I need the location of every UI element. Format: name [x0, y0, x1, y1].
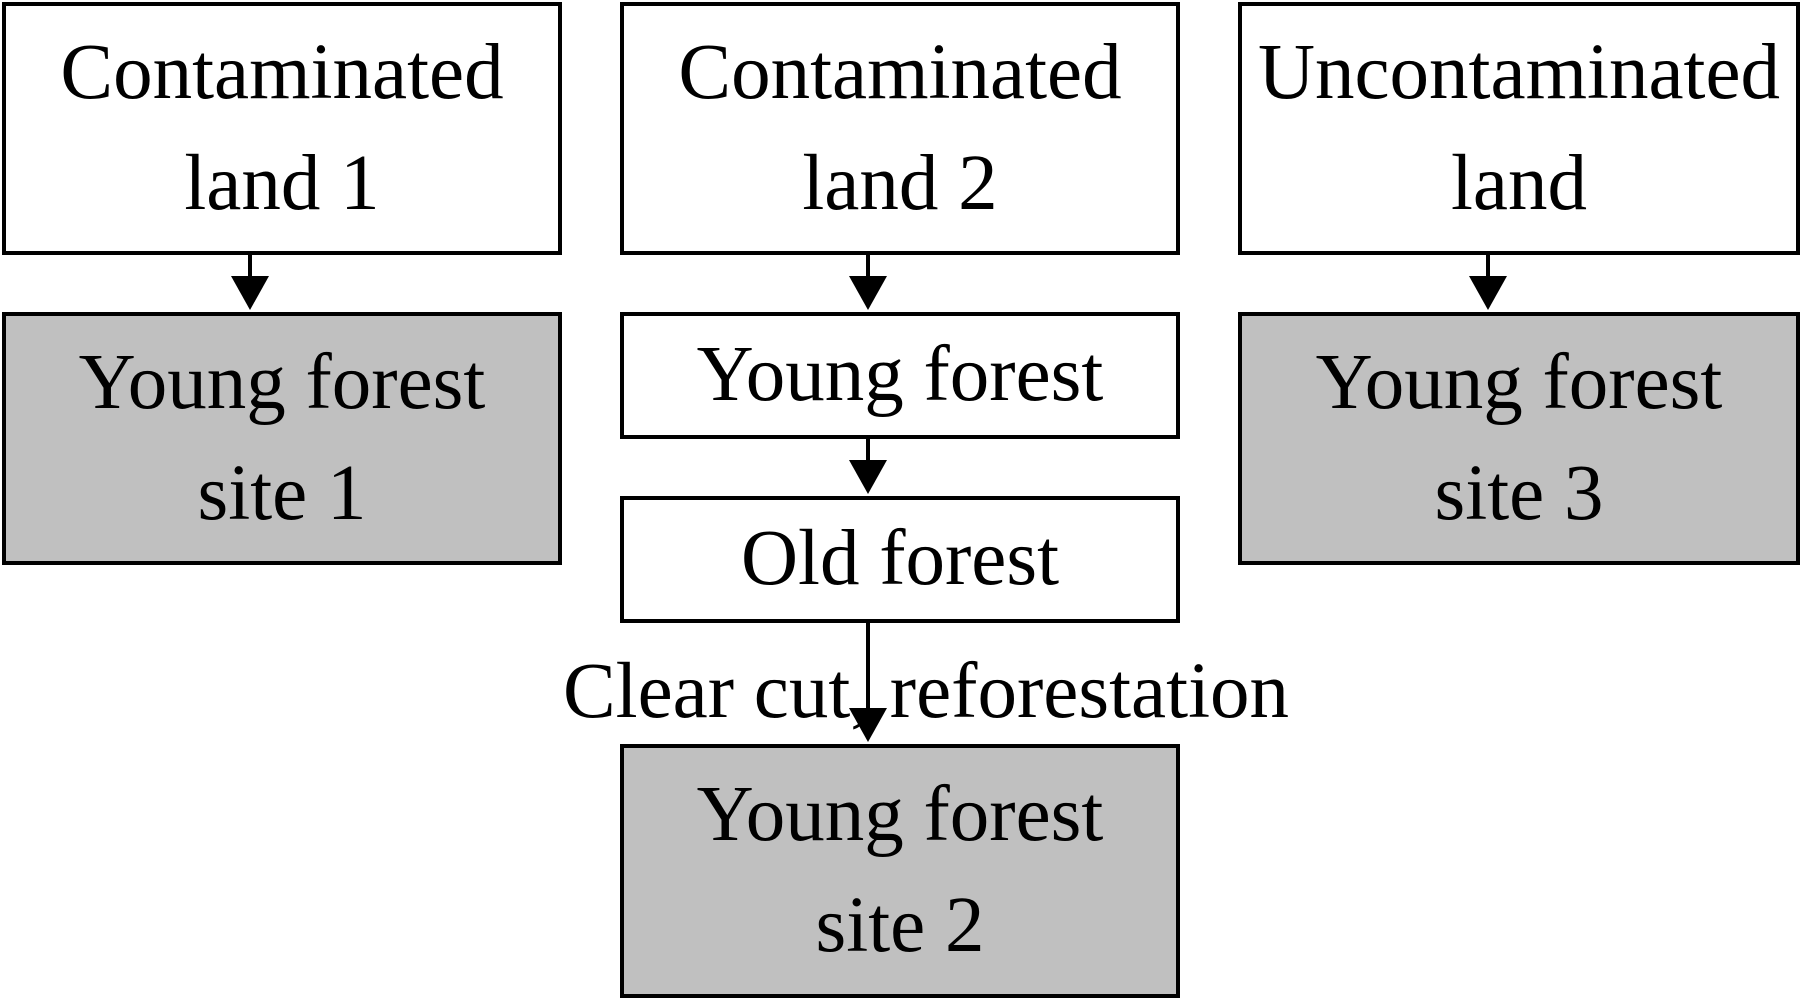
arrow-uncontaminated-to-site3 — [1469, 255, 1507, 310]
node-label-line1: Contaminated — [678, 28, 1122, 116]
node-label-line1: Young forest — [696, 331, 1104, 419]
node-label-line2: land 1 — [184, 139, 380, 227]
node-label-line1: Contaminated — [60, 28, 504, 116]
arrow-land1-to-site1 — [231, 255, 269, 310]
node-label-line1: Old forest — [740, 515, 1060, 603]
node-young-forest-site-3: Young forest site 3 — [1238, 312, 1800, 565]
node-label-line1: Uncontaminated — [1257, 28, 1781, 116]
node-label-line1: Young forest — [696, 771, 1104, 859]
node-young-forest-site-1: Young forest site 1 — [2, 312, 562, 565]
node-old-forest: Old forest — [620, 496, 1180, 623]
node-contaminated-land-2: Contaminated land 2 — [620, 2, 1180, 255]
node-label-line2: land 2 — [802, 139, 998, 227]
node-contaminated-land-1: Contaminated land 1 — [2, 2, 562, 255]
node-label-line2: site 1 — [197, 449, 367, 537]
node-uncontaminated-land: Uncontaminated land — [1238, 2, 1800, 255]
arrow-young-to-old-forest — [849, 439, 887, 494]
node-label-line2: site 2 — [815, 882, 985, 969]
arrow-old-forest-to-site2 — [849, 623, 887, 742]
node-young-forest: Young forest — [620, 312, 1180, 439]
node-label-line2: land — [1450, 139, 1587, 227]
node-label-line1: Young forest — [78, 338, 486, 426]
arrow-land2-to-young-forest — [849, 255, 887, 310]
node-label-line2: site 3 — [1434, 449, 1604, 537]
node-label-line1: Young forest — [1315, 338, 1723, 426]
node-young-forest-site-2: Young forest site 2 — [620, 744, 1180, 998]
edge-label-clear-cut: Clear cut, reforestation — [562, 648, 1290, 735]
